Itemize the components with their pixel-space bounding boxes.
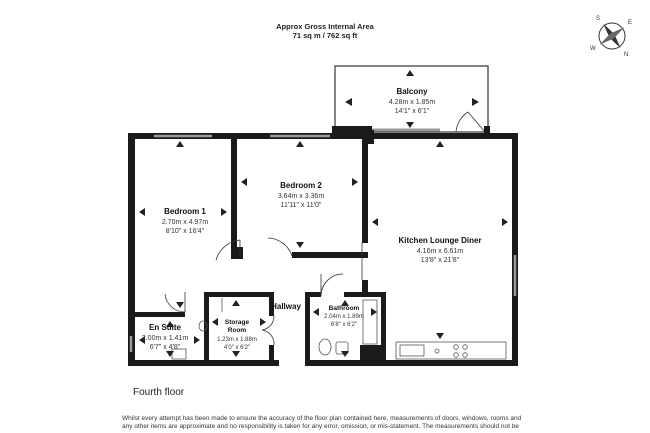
svg-text:8'10" x 16'4": 8'10" x 16'4" (166, 228, 205, 235)
label-bathroom: Bathroom 2.04m x 1.89m 6'8" x 6'2" (324, 305, 364, 328)
balcony (332, 65, 490, 134)
label-balcony: Balcony 4.28m x 1.85m 14'1" x 6'1" (389, 87, 435, 115)
svg-text:4.16m x 6.61m: 4.16m x 6.61m (417, 248, 463, 255)
svg-text:11'11" x 11'0": 11'11" x 11'0" (281, 202, 322, 209)
compass-e: E (628, 20, 632, 26)
svg-text:Kitchen Lounge Diner: Kitchen Lounge Diner (398, 236, 481, 245)
floor-label: Fourth floor (133, 387, 185, 398)
svg-text:Storage: Storage (225, 319, 250, 326)
label-kitchen: Kitchen Lounge Diner 4.16m x 6.61m 13'8"… (398, 236, 481, 264)
svg-text:14'1" x 6'1": 14'1" x 6'1" (395, 108, 430, 115)
label-bedroom-2: Bedroom 2 3.64m x 3.36m 11'11" x 11'0" (278, 181, 324, 209)
svg-text:2.04m x 1.89m: 2.04m x 1.89m (324, 314, 364, 320)
disclaimer-line-1: Whilst every attempt has been made to en… (122, 415, 522, 422)
svg-text:Bedroom 1: Bedroom 1 (164, 207, 206, 216)
svg-text:Bedroom 2: Bedroom 2 (280, 181, 322, 190)
svg-text:6'8" x 6'2": 6'8" x 6'2" (331, 322, 357, 328)
windows (129, 134, 517, 352)
svg-text:2.00m x 1.41m: 2.00m x 1.41m (142, 335, 188, 342)
area-title: Approx Gross Internal Area (276, 22, 374, 31)
svg-text:Bathroom: Bathroom (329, 305, 360, 312)
dimension-arrows (139, 141, 508, 357)
svg-text:4'0" x 6'2": 4'0" x 6'2" (224, 345, 250, 351)
disclaimer-line-2: any other items are approximate and no r… (122, 423, 519, 430)
svg-text:En Suite: En Suite (149, 323, 182, 332)
svg-text:Hallway: Hallway (271, 302, 301, 311)
label-storage: Storage Room 1.23m x 1.88m 4'0" x 6'2" (217, 319, 257, 351)
svg-text:Balcony: Balcony (396, 87, 428, 96)
svg-text:2.70m x 4.97m: 2.70m x 4.97m (162, 219, 208, 226)
svg-text:3.64m x 3.36m: 3.64m x 3.36m (278, 193, 324, 200)
label-en-suite: En Suite 2.00m x 1.41m 6'7" x 4'8" (142, 323, 188, 351)
compass-icon: S N W E (590, 16, 632, 58)
svg-text:4.28m x 1.85m: 4.28m x 1.85m (389, 99, 435, 106)
svg-text:6'7" x 4'8": 6'7" x 4'8" (150, 344, 181, 351)
area-value: 71 sq m / 762 sq ft (292, 31, 358, 40)
disclaimer: Whilst every attempt has been made to en… (122, 415, 532, 431)
compass-n: S (596, 16, 600, 22)
svg-text:1.23m x 1.88m: 1.23m x 1.88m (217, 337, 257, 343)
compass-w: W (590, 46, 596, 52)
svg-text:Room: Room (228, 327, 247, 334)
doors (164, 237, 363, 346)
svg-text:13'8" x 21'8": 13'8" x 21'8" (421, 257, 460, 264)
label-bedroom-1: Bedroom 1 2.70m x 4.97m 8'10" x 16'4" (162, 207, 208, 235)
compass-s: N (624, 52, 628, 58)
label-hallway: Hallway (271, 302, 301, 311)
